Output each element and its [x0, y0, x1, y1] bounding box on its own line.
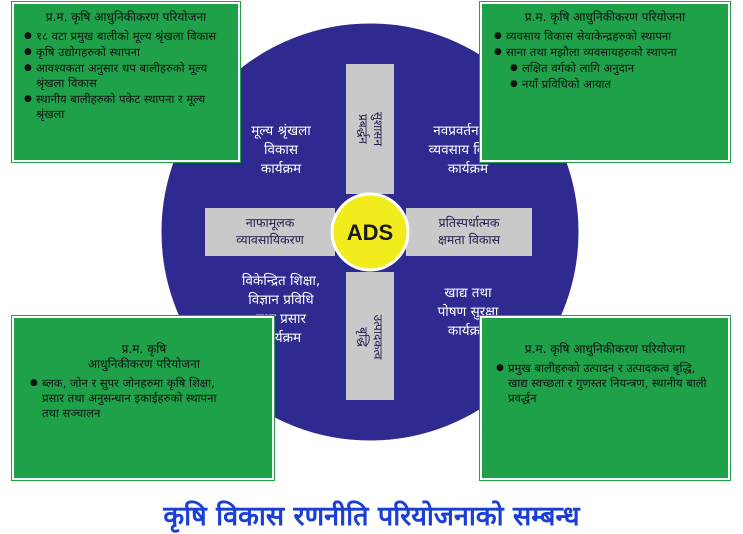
quadrant-top-left: मूल्य श्रृंखला विकास कार्यक्रम — [222, 122, 340, 179]
list-item: साना तथा मझौला व्यवसायहरुको स्थापना — [492, 45, 718, 60]
quadrant-line: खाद्य तथा — [444, 285, 492, 301]
bar-line: उत्पादकत्व — [371, 314, 385, 360]
bar-line: क्षमता विकास — [437, 232, 501, 247]
corner-list: प्रमुख बालीहरुको उत्पादन र उत्पादकत्व बृ… — [494, 361, 716, 406]
horizontal-bar-left — [205, 208, 335, 256]
bar-line: प्रतिस्पर्धात्मक — [438, 215, 500, 230]
bar-line: सुशासन — [371, 111, 385, 147]
list-item: कृषि उद्योगहरुको स्थापना — [22, 45, 230, 60]
corner-list: व्यवसाय विकास सेवाकेन्द्रहरुको स्थापना स… — [492, 29, 718, 92]
bar-line: प्रबर्द्धन — [356, 114, 370, 144]
list-item: व्यवसाय विकास सेवाकेन्द्रहरुको स्थापना — [492, 29, 718, 44]
quadrant-line: कार्यक्रम — [447, 323, 489, 339]
bar-line: नाफामूलक — [245, 215, 295, 230]
corner-title: प्र.म. कृषि आधुनिकीकरण परियोजना — [88, 342, 200, 371]
corner-box-top-right: प्र.म. कृषि आधुनिकीकरण परियोजना व्यवसाय … — [480, 2, 730, 162]
center-circle — [330, 192, 410, 272]
bar-label-top: सुशासन प्रबर्द्धन — [355, 79, 385, 179]
bar-label-right: प्रतिस्पर्धात्मक क्षमता विकास — [406, 214, 532, 248]
corner-box-top-left: प्र.म. कृषि आधुनिकीकरण परियोजना १८ वटा प… — [12, 2, 240, 162]
corner-list: ब्लक, जोन र सुपर जोनहरुमा कृषि शिक्षा, प… — [28, 376, 260, 421]
list-item: प्रमुख बालीहरुको उत्पादन र उत्पादकत्व बृ… — [494, 361, 716, 406]
center-label: ADS — [347, 220, 393, 245]
bar-label-bottom: उत्पादकत्व बृद्धि — [355, 287, 385, 387]
list-item: आवश्यकता अनुसार थप बालीहरुको मूल्य श्रृं… — [22, 61, 230, 91]
quadrant-line: विकेन्द्रित शिक्षा, — [241, 273, 321, 289]
corner-title: प्र.म. कृषि आधुनिकीकरण परियोजना — [524, 342, 686, 356]
quadrant-line: मूल्य श्रृंखला — [251, 123, 311, 139]
list-item: स्थानीय बालीहरुको पकेट स्थापना र मूल्य श… — [22, 92, 230, 122]
corner-title: प्र.म. कृषि आधुनिकीकरण परियोजना — [524, 10, 686, 24]
bar-line: बृद्धि — [356, 327, 370, 347]
quadrant-line: कार्यक्रम — [260, 161, 302, 177]
list-sub-item: लक्षित वर्गको लागि अनुदान — [492, 61, 718, 76]
corner-box-bottom-right: प्र.म. कृषि आधुनिकीकरण परियोजना प्रमुख ब… — [480, 316, 730, 480]
corner-title: प्र.म. कृषि आधुनिकीकरण परियोजना — [45, 10, 207, 24]
quadrant-line: कार्यक्रम — [447, 161, 489, 177]
quadrant-line: विज्ञान प्रविधि — [248, 292, 314, 308]
list-sub-item: नयाँ प्रविधिको आयात — [492, 77, 718, 92]
quadrant-line: विकास — [264, 142, 298, 158]
corner-box-bottom-left: प्र.म. कृषि आधुनिकीकरण परियोजना ब्लक, जो… — [12, 316, 274, 480]
vertical-bar-bottom — [346, 272, 394, 400]
horizontal-bar-right — [406, 208, 532, 256]
ads-diagram: ADS मूल्य श्रृंखला विकास कार्यक्रम नवप्र… — [0, 0, 743, 490]
corner-list: १८ वटा प्रमुख बालीको मूल्य श्रृंखला विका… — [22, 29, 230, 122]
figure-caption: कृषि विकास रणनीति परियोजनाको सम्बन्ध — [163, 501, 580, 532]
list-item: ब्लक, जोन र सुपर जोनहरुमा कृषि शिक्षा, प… — [28, 376, 260, 421]
bar-label-left: नाफामूलक व्यावसायिकरण — [205, 214, 335, 248]
list-item: १८ वटा प्रमुख बालीको मूल्य श्रृंखला विका… — [22, 29, 230, 44]
bar-line: व्यावसायिकरण — [236, 232, 304, 247]
vertical-bar-top — [346, 64, 394, 194]
